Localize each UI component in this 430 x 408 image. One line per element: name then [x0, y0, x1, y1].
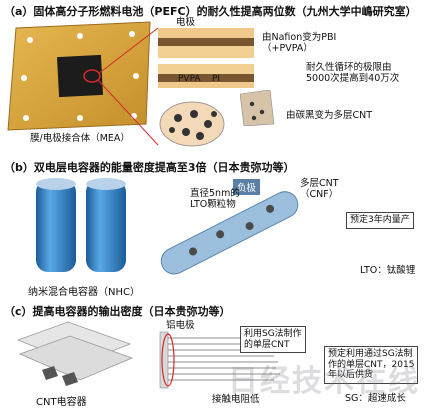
nhc-tube — [160, 191, 299, 275]
cnt-capacitor-label: CNT电容器 — [36, 397, 87, 408]
electrode-label: 电极 — [176, 17, 196, 28]
carbon-note: 由碳黑变为多层CNT — [286, 110, 373, 121]
capacitor-label: 纳米混合电容器（NHC） — [28, 287, 140, 298]
section-a-title: （a）固体高分子形燃料电池（PEFC）的耐久性提高两位数（九州大学中嶋研究室） — [4, 5, 417, 18]
nafion-note: 由Nafion变为PBI （+PVPA） — [262, 32, 337, 54]
plan-note-c: 预定利用通过SG法制 作的单层CNT，2015 年以后供货 — [324, 346, 419, 384]
pi-label: PI — [212, 74, 221, 84]
al-electrode-label: 铝电极 — [166, 320, 195, 331]
mea-label: 膜/电极接合体（MEA） — [30, 133, 130, 144]
cnt-label: 多层CNT （CNF） — [300, 178, 339, 200]
zoom-lines — [97, 27, 159, 146]
electrode-diagram — [158, 28, 254, 147]
lto-label: 直径5nm的 LTO颗粒物 — [190, 188, 240, 210]
sg-definition: SG：超速成长 — [345, 393, 406, 404]
capacitor-photo — [36, 178, 126, 272]
cnt-capacitor-photo — [16, 321, 134, 386]
section-c-title: （c）提高电容器的输出密度（日本贵弥功等） — [4, 305, 231, 318]
negative-label: 负极 — [233, 179, 261, 195]
contact-label: 接触电阻低 — [212, 394, 260, 405]
mea-photo — [7, 21, 151, 131]
durability-note: 耐久性循环的极限由 5000次提高到40万次 — [306, 62, 400, 84]
cnt-tube-a — [240, 90, 275, 126]
watermark: 日经技术在线 — [228, 364, 420, 399]
lto-definition: LTO：钛酸锂 — [360, 265, 416, 276]
sg-note: 利用SG法制作 的单层CNT — [240, 326, 306, 353]
plan-note-b: 预定3年内量产 — [346, 212, 414, 229]
section-b-title: （b）双电层电容器的能量密度提高至3倍（日本贵弥功等） — [4, 161, 295, 174]
pvpa-label: PVPA — [178, 74, 201, 84]
